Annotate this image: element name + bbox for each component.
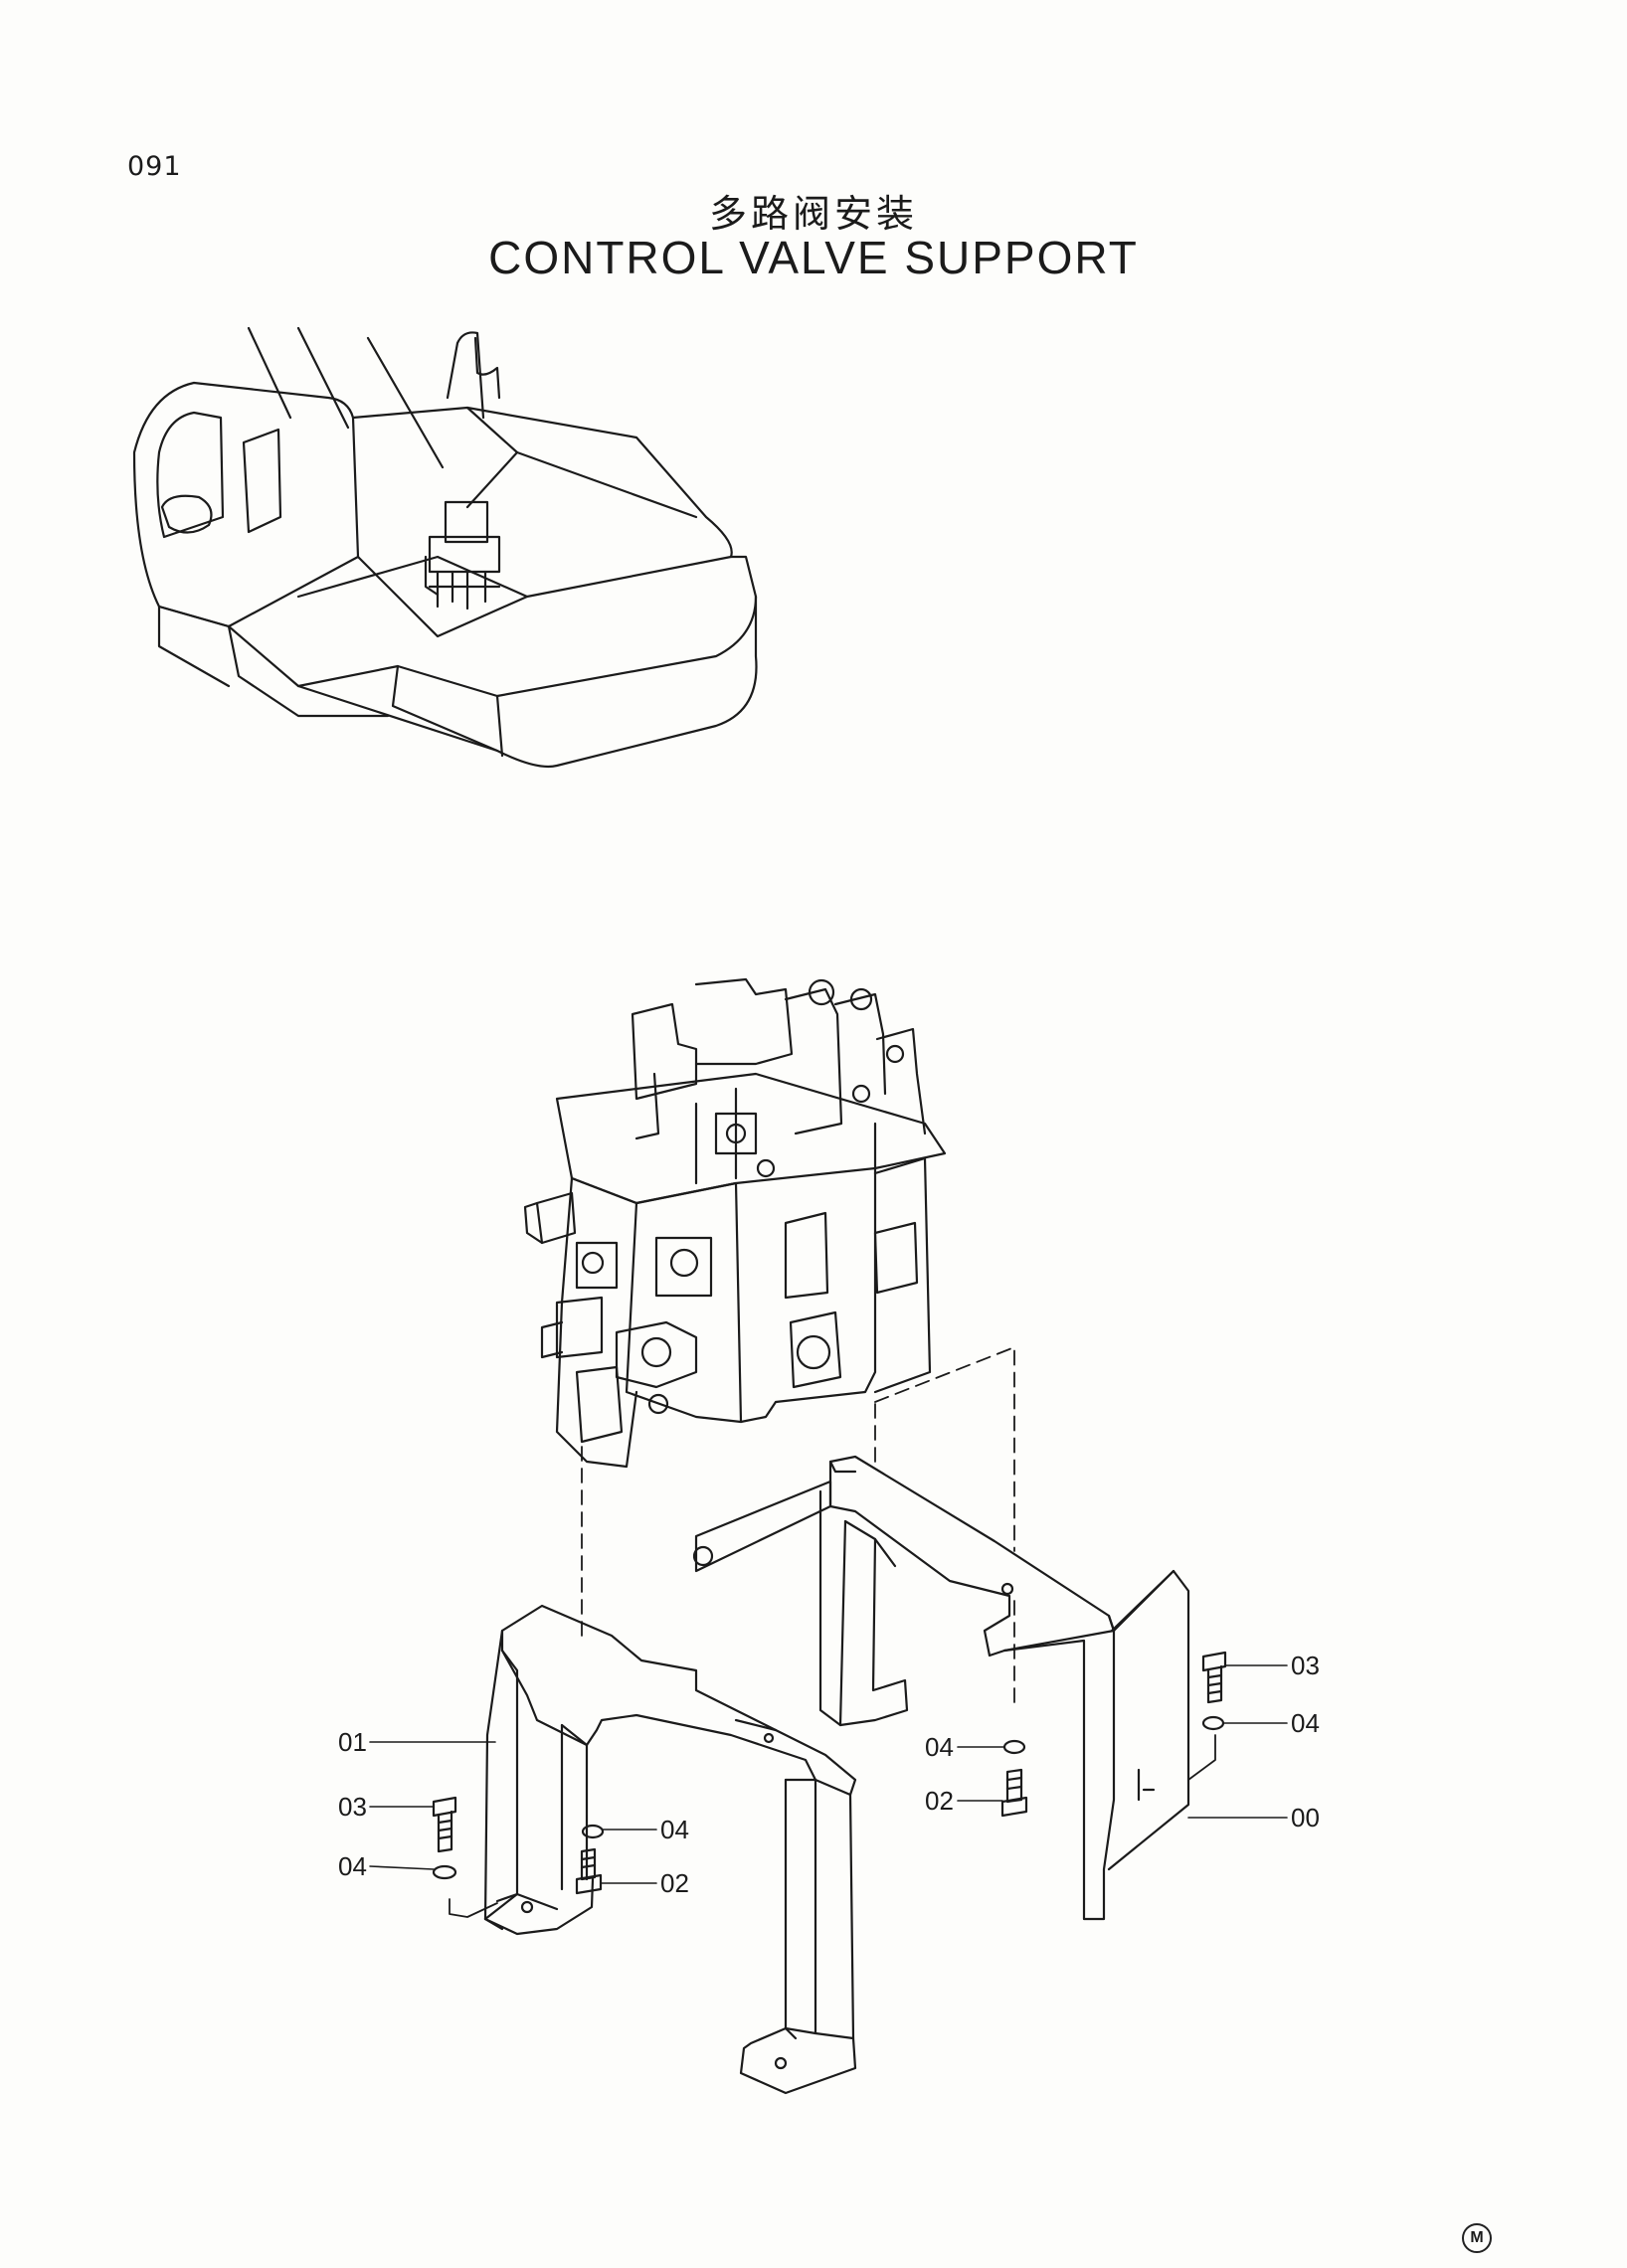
page-number: 091 xyxy=(127,151,182,182)
callout-02: 02 xyxy=(660,1868,689,1898)
right-bracket xyxy=(692,1455,1190,1921)
callout-02: 02 xyxy=(925,1786,954,1816)
callout-04: 04 xyxy=(338,1851,367,1881)
callout-00: 00 xyxy=(1291,1803,1320,1832)
callout-03: 03 xyxy=(338,1792,367,1822)
washer-icon xyxy=(1002,1739,1026,1755)
title-chinese: 多路阀安装 xyxy=(708,192,918,236)
washer-icon xyxy=(1201,1715,1225,1731)
bolt-icon xyxy=(575,1847,603,1895)
callout-03: 03 xyxy=(1291,1651,1320,1680)
washer-icon xyxy=(432,1864,457,1880)
excavator-location-view xyxy=(132,326,758,769)
leader-lines xyxy=(369,1664,1288,1884)
bolt-icon xyxy=(1000,1768,1028,1818)
callout-01: 01 xyxy=(338,1727,367,1757)
bolt-icon xyxy=(432,1796,457,1853)
callout-04: 04 xyxy=(1291,1708,1320,1738)
callout-04: 04 xyxy=(660,1815,689,1844)
bolt-icon xyxy=(1201,1651,1227,1704)
alignment-lines xyxy=(581,1346,1015,1840)
circled-m-mark: M xyxy=(1462,2223,1492,2253)
left-bracket xyxy=(483,1604,857,2095)
control-valve xyxy=(523,977,947,1469)
callout-04: 04 xyxy=(925,1732,954,1762)
washer-icon xyxy=(581,1824,605,1839)
title-english: CONTROL VALVE SUPPORT xyxy=(488,232,1139,283)
